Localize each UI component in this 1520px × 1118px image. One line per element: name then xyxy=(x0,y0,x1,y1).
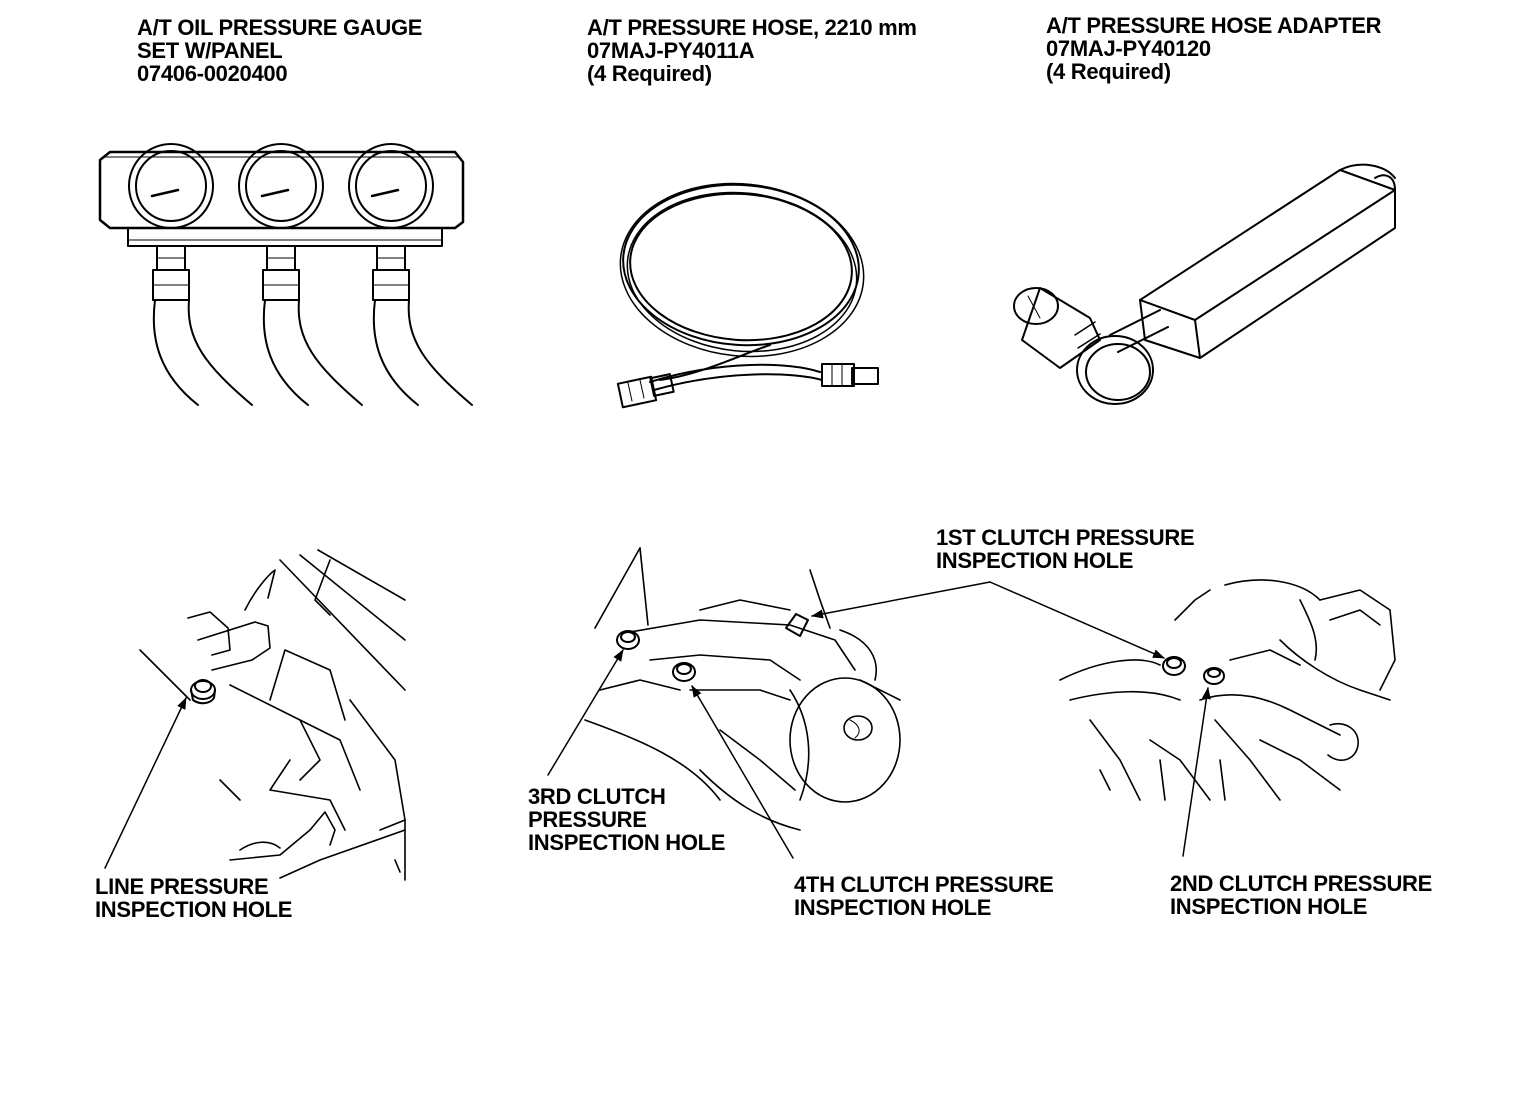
gauge-set-name: A/T OIL PRESSURE GAUGE xyxy=(137,15,423,40)
line-pressure-leader-arrow xyxy=(105,697,186,868)
pressure-hose-quantity: (4 Required) xyxy=(587,61,712,86)
second-clutch-callout-line1: 2ND CLUTCH PRESSURE xyxy=(1170,871,1432,896)
gauge-dial-icon xyxy=(129,144,213,228)
fourth-clutch-callout: 4TH CLUTCH PRESSURE INSPECTION HOLE xyxy=(794,873,1054,919)
line-pressure-callout-line1: LINE PRESSURE xyxy=(95,874,269,899)
first-clutch-leader-arrow-left xyxy=(811,582,990,619)
second-clutch-leader-arrow xyxy=(1183,687,1211,856)
inspection-plug-icon xyxy=(1163,657,1185,675)
inspection-plug-icon xyxy=(1204,668,1224,684)
leader-lines xyxy=(105,582,1211,868)
line-pressure-callout-line2: INSPECTION HOLE xyxy=(95,897,293,922)
pressure-hose-illustration xyxy=(612,172,878,408)
hose-adapter-label: A/T PRESSURE HOSE ADAPTER 07MAJ-PY40120 … xyxy=(1046,14,1381,83)
hose-adapter-quantity: (4 Required) xyxy=(1046,59,1171,84)
third-clutch-callout-line3: INSPECTION HOLE xyxy=(528,830,726,855)
fourth-clutch-leader-arrow xyxy=(692,685,793,858)
inspection-plug-icon xyxy=(191,680,215,703)
fourth-clutch-callout-line1: 4TH CLUTCH PRESSURE xyxy=(794,872,1054,897)
gauge-set-name-2: SET W/PANEL xyxy=(137,38,283,63)
line-pressure-callout: LINE PRESSURE INSPECTION HOLE xyxy=(95,875,292,921)
third-clutch-callout: 3RD CLUTCH PRESSURE INSPECTION HOLE xyxy=(528,785,725,854)
inspection-plug-icon xyxy=(617,631,639,649)
second-clutch-callout: 2ND CLUTCH PRESSURE INSPECTION HOLE xyxy=(1170,872,1432,918)
first-clutch-callout-line1: 1ST CLUTCH PRESSURE xyxy=(936,525,1195,550)
gauge-dial-icon xyxy=(239,144,323,228)
pressure-hose-part-number: 07MAJ-PY4011A xyxy=(587,38,755,63)
hose-end-fitting-icon xyxy=(618,374,674,407)
gauge-dial-icon xyxy=(349,144,433,228)
clutch-3-4-engine-illustration xyxy=(585,548,900,830)
fourth-clutch-callout-line2: INSPECTION HOLE xyxy=(794,895,992,920)
first-clutch-leader-arrow-right xyxy=(990,582,1165,658)
hose-adapter-illustration xyxy=(1014,165,1395,404)
gauge-set-part-number: 07406-0020400 xyxy=(137,61,288,86)
third-clutch-callout-line1: 3RD CLUTCH xyxy=(528,784,666,809)
gauge-hose-icon xyxy=(154,300,472,405)
third-clutch-leader-arrow xyxy=(548,649,623,775)
hose-adapter-part-number: 07MAJ-PY40120 xyxy=(1046,36,1211,61)
pressure-hose-label: A/T PRESSURE HOSE, 2210 mm 07MAJ-PY4011A… xyxy=(587,16,917,85)
gauge-fitting-icon xyxy=(153,246,409,300)
hose-end-fitting-icon xyxy=(822,364,878,386)
first-clutch-callout: 1ST CLUTCH PRESSURE INSPECTION HOLE xyxy=(936,525,1195,573)
pressure-hose-name: A/T PRESSURE HOSE, 2210 mm xyxy=(587,15,917,40)
clutch-1-2-engine-illustration xyxy=(1060,580,1395,800)
inspection-plug-icon xyxy=(786,614,808,636)
third-clutch-callout-line2: PRESSURE xyxy=(528,807,647,832)
gauge-set-label: A/T OIL PRESSURE GAUGE SET W/PANEL 07406… xyxy=(137,16,422,85)
first-clutch-callout-line2: INSPECTION HOLE xyxy=(936,548,1134,573)
second-clutch-callout-line2: INSPECTION HOLE xyxy=(1170,894,1368,919)
inspection-plug-icon xyxy=(673,663,695,681)
gauge-set-illustration xyxy=(100,144,472,405)
line-pressure-engine-illustration xyxy=(140,550,405,880)
hose-adapter-name: A/T PRESSURE HOSE ADAPTER xyxy=(1046,13,1382,38)
